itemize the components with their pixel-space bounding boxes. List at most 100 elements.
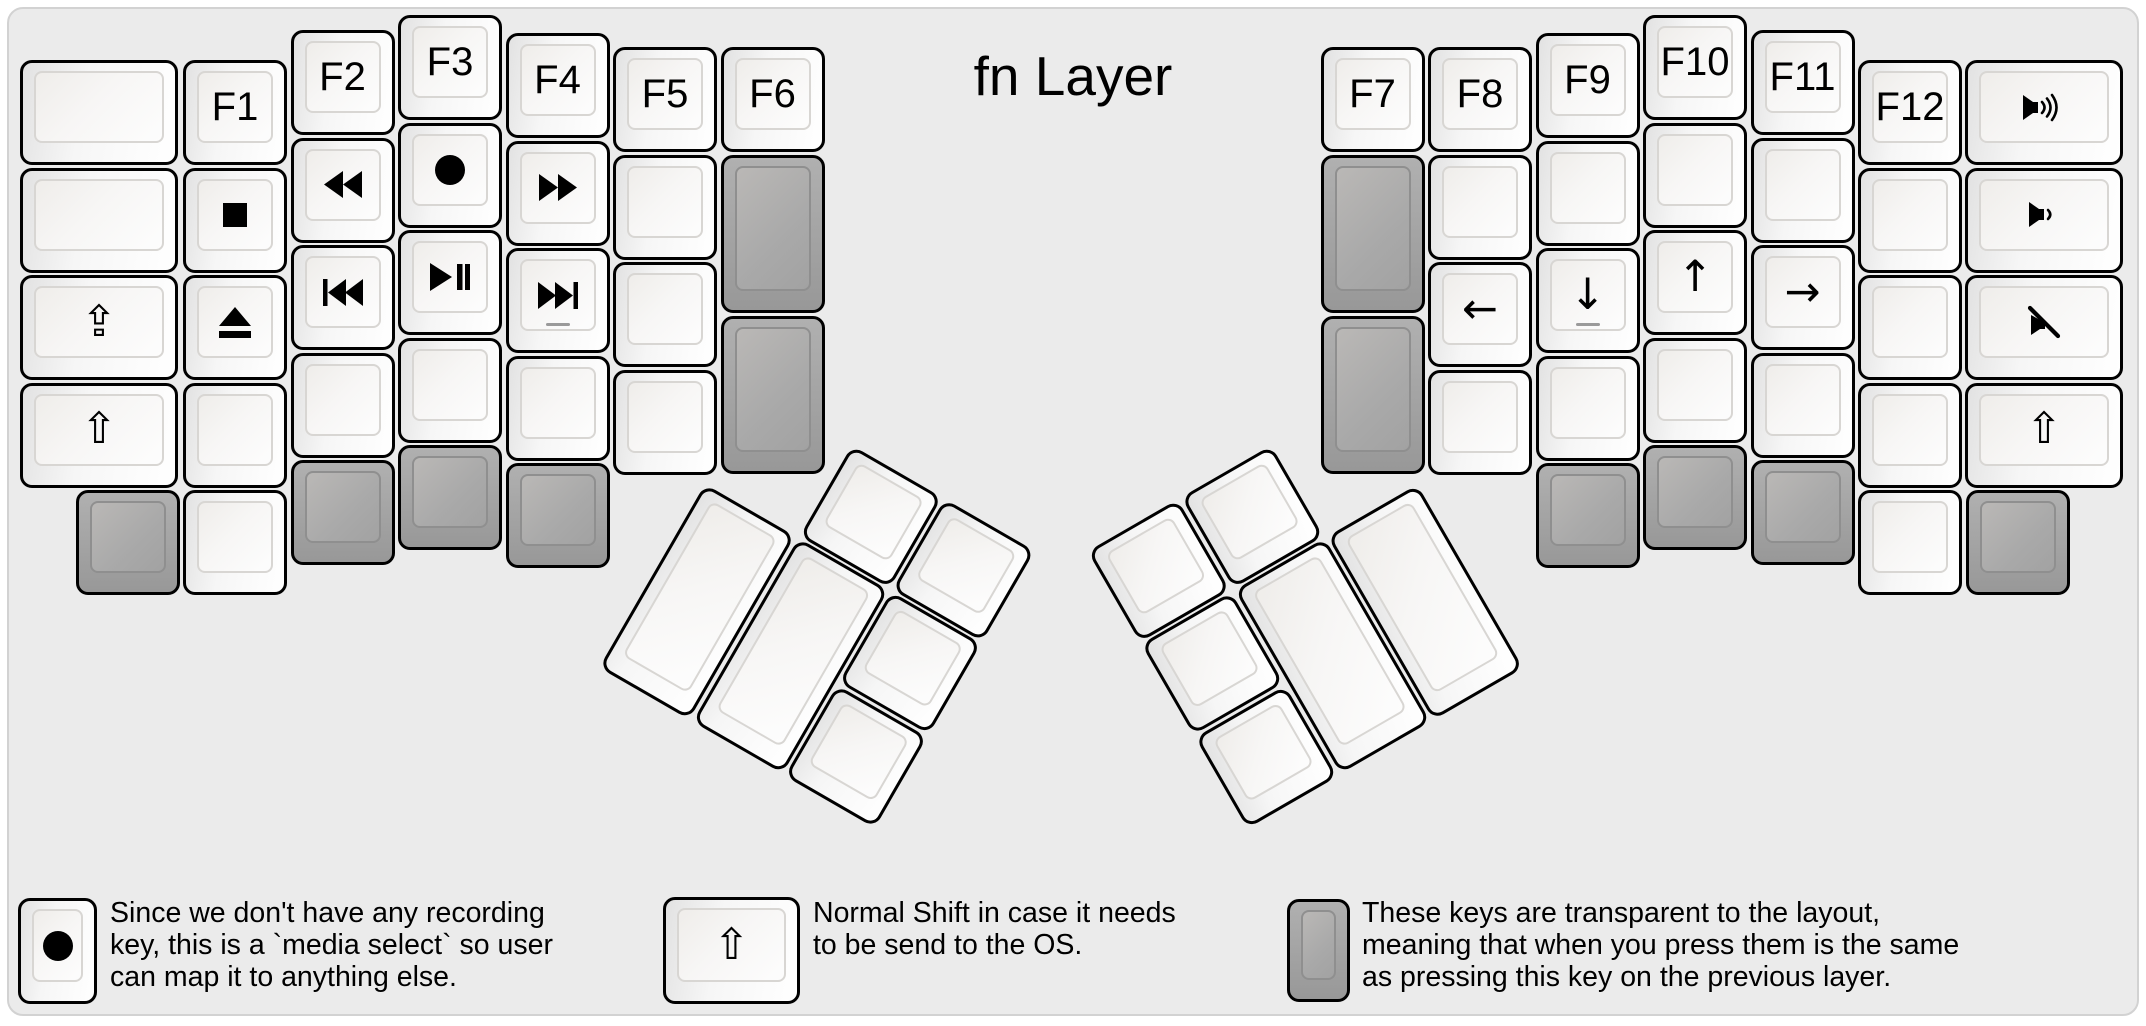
keytop: [197, 286, 273, 358]
keytop: F9: [1549, 44, 1626, 116]
key-f1[interactable]: F1: [183, 60, 287, 165]
keytop: F1: [197, 71, 273, 143]
key-f8[interactable]: F8: [1428, 47, 1532, 152]
legend-text: Since we don't have any recording key, t…: [110, 897, 553, 993]
key-f10[interactable]: F10: [1643, 15, 1747, 120]
key-volume-down[interactable]: [1965, 167, 2123, 273]
keytop: [627, 273, 703, 345]
key-f5[interactable]: F5: [613, 47, 717, 152]
key-legend-transparent-key: [1287, 899, 1350, 1002]
key-blank[interactable]: [613, 369, 717, 475]
keytop: ⇪: [34, 286, 164, 358]
key-blank[interactable]: [1858, 167, 1962, 273]
key-transparent[interactable]: [1535, 463, 1640, 568]
key-blank[interactable]: [613, 262, 717, 367]
key-blank[interactable]: [183, 382, 287, 488]
key-f4[interactable]: F4: [505, 33, 610, 138]
fast-forward-icon: [538, 174, 577, 201]
key-blank[interactable]: [613, 154, 717, 260]
key-prev-track[interactable]: [290, 245, 395, 350]
key-media-select-record[interactable]: [398, 122, 502, 228]
key-legend-shift-key: ⇧: [663, 897, 800, 1004]
key-rewind[interactable]: [290, 137, 395, 243]
key-blank[interactable]: [1535, 355, 1640, 461]
key-mute[interactable]: [1965, 275, 2123, 380]
key-blank[interactable]: [1858, 275, 1962, 380]
key-blank[interactable]: [183, 490, 287, 595]
key-shift[interactable]: ⇧: [1965, 382, 2123, 488]
key-shift[interactable]: ⇧: [20, 382, 178, 488]
key-f6[interactable]: F6: [720, 47, 825, 152]
key-blank[interactable]: [505, 355, 610, 461]
legend-text: Normal Shift in case it needs to be send…: [813, 897, 1176, 961]
left-icon: ←: [1461, 283, 1499, 334]
keytop: [1872, 393, 1948, 466]
key-blank[interactable]: [1535, 140, 1640, 246]
key-blank[interactable]: [1750, 352, 1855, 458]
key-blank[interactable]: [1428, 369, 1532, 475]
keytop: [519, 259, 596, 331]
key-blank[interactable]: [1643, 337, 1747, 443]
key-blank[interactable]: [290, 352, 395, 458]
keytop: [1549, 366, 1626, 439]
key-transparent[interactable]: [1965, 490, 2070, 595]
key-f9[interactable]: F9: [1535, 33, 1640, 138]
key-blank[interactable]: [1428, 154, 1532, 260]
key-caps-lock[interactable]: ⇪: [20, 275, 178, 380]
keytop: [519, 474, 596, 546]
key-volume-up[interactable]: [1965, 60, 2123, 165]
volume-down-icon: [2029, 202, 2052, 227]
key-blank[interactable]: [1858, 490, 1962, 595]
key-f2[interactable]: F2: [290, 30, 395, 135]
layer-title: fn Layer: [973, 45, 1173, 107]
key-f12[interactable]: F12: [1858, 60, 1962, 165]
keytop: F10: [1657, 26, 1733, 98]
key-arrow-down[interactable]: ↓: [1535, 248, 1640, 353]
keytop: [822, 461, 925, 562]
keytop: [1334, 327, 1411, 452]
keytop: F6: [734, 58, 811, 130]
key-transparent[interactable]: [290, 460, 395, 565]
keytop: [412, 133, 488, 206]
key-media-stop[interactable]: [183, 167, 287, 273]
key-transparent[interactable]: [398, 445, 502, 550]
key-play-pause[interactable]: [398, 230, 502, 335]
key-next-track[interactable]: [505, 248, 610, 353]
key-arrow-left[interactable]: ←: [1428, 262, 1532, 367]
key-blank[interactable]: [398, 337, 502, 443]
key-blank[interactable]: [20, 60, 178, 165]
key-fast-forward[interactable]: [505, 140, 610, 246]
key-label: F10: [1660, 39, 1730, 84]
key-arrow-right[interactable]: →: [1750, 245, 1855, 350]
previous-track-icon: [322, 278, 363, 306]
key-transparent[interactable]: [75, 490, 180, 595]
keytop: F4: [519, 44, 596, 116]
keytop: [627, 380, 703, 453]
key-arrow-up[interactable]: ↑: [1643, 230, 1747, 335]
homing-bar: [1575, 322, 1600, 326]
homing-bar: [545, 322, 570, 326]
stop-icon: [223, 202, 247, 227]
keytop: [1657, 348, 1733, 421]
key-eject[interactable]: [183, 275, 287, 380]
key-transparent[interactable]: [505, 463, 610, 568]
keytop: [1979, 178, 2109, 251]
key-f7[interactable]: F7: [1320, 47, 1425, 152]
key-blank[interactable]: [1750, 137, 1855, 243]
key-blank[interactable]: [20, 167, 178, 273]
key-transparent[interactable]: [720, 316, 825, 474]
keytop: [1197, 461, 1300, 563]
key-label: F12: [1875, 84, 1945, 129]
key-transparent[interactable]: [1320, 154, 1425, 313]
key-blank[interactable]: [1643, 122, 1747, 228]
key-f11[interactable]: F11: [1750, 30, 1855, 135]
key-transparent[interactable]: [1750, 460, 1855, 565]
shift-icon: ⇧: [713, 919, 750, 970]
key-f3[interactable]: F3: [398, 15, 502, 120]
key-transparent[interactable]: [720, 154, 825, 313]
key-blank[interactable]: [1858, 382, 1962, 488]
key-transparent[interactable]: [1320, 316, 1425, 474]
key-transparent[interactable]: [1643, 445, 1747, 550]
down-icon: ↓: [1569, 269, 1606, 320]
